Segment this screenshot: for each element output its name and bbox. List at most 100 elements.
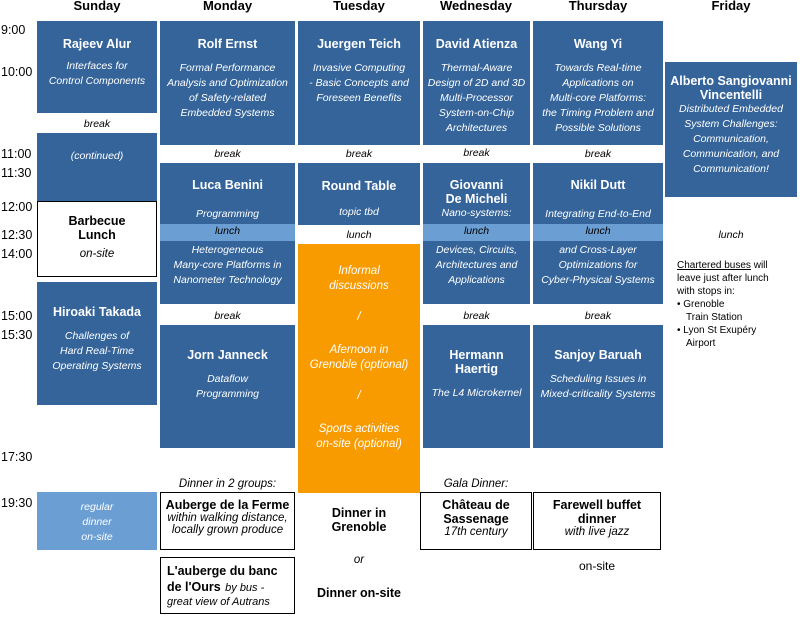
barbecue-title: Lunch [78,228,116,242]
time-label: 12:00 [1,200,33,214]
bus-stop: • Grenoble [677,299,725,310]
talk-continued: and Cross-Layer Optimizations for Cyber-… [533,243,663,288]
talk-title: Distributed Embedded [679,103,783,115]
session-sunday-1: Rajeev Alur Interfaces for Control Compo… [37,21,157,113]
session-monday-2: Luca Benini Programming lunch Heterogene… [160,163,295,304]
lunch-band: lunch [423,224,530,241]
dinner-option: Dinner in [331,506,387,520]
session-sunday-continued: (continued) [37,133,157,201]
restaurant-note: great view of Autrans [167,596,270,608]
talk-title: Mixed-criticality Systems [540,388,656,400]
speaker-name: Sanjoy Baruah [554,348,642,362]
time-label: 9:00 [1,23,26,37]
dinner-header: Dinner in 2 groups: [178,478,277,490]
informal-text: on-site (optional) [316,438,402,450]
day-header-monday: Monday [202,0,253,13]
talk-title: Applications on [562,77,634,89]
informal-block: Informal discussions / Afernoon in Greno… [298,244,420,493]
time-label: 15:00 [1,309,33,323]
talk-title: System Challenges: [684,118,778,130]
talk-title: Applications [448,274,505,286]
talk-continued: Devices, Circuits, Architectures and App… [423,243,530,288]
speaker-name: Alberto Sangiovanni [670,74,792,88]
dinner-text: dinner [82,516,112,528]
session-tuesday-2: Round Table topic tbd [298,163,420,225]
lunch-band: lunch [533,224,663,241]
talk-title: Multi-core Platforms: [549,92,647,104]
talk-title: Many-core Platforms in [173,259,282,271]
talk-title: Possible Solutions [555,122,641,134]
farewell-dinner: Farewell buffet dinner with live jazz [533,492,661,550]
dinner-option: Dinner on-site [316,586,402,600]
talk-title: Dataflow [207,373,248,385]
informal-text: Informal [338,265,380,277]
bus-note: Chartered buses will leave just after lu… [677,259,795,350]
talk-title: of Safety-related [188,92,267,104]
speaker-name: De Micheli [445,192,508,206]
session-friday-1: Alberto Sangiovanni Vincentelli Distribu… [665,62,797,197]
gala-dinner: Château de Sassenage 17th century [420,492,532,550]
day-header-thursday: Thursday [568,0,628,13]
restaurant-name: Farewell buffet [552,498,642,512]
lunch-label: lunch [585,225,611,237]
talk-title: Programming [195,208,260,220]
talk-title: Formal Performance [179,62,276,74]
barbecue-location: on-site [79,248,115,260]
restaurant-note: with live jazz [564,526,630,538]
speaker-name: Rajeev Alur [62,37,132,51]
talk-title: Nano-systems: [441,207,512,219]
talk-title: Optimizations for [558,259,638,271]
continued-label: (continued) [70,150,124,162]
talk-title: Nanometer Technology [173,274,282,286]
informal-text: Afernoon in [329,344,389,356]
dinner-option: Grenoble [331,520,387,534]
talk-title: Cyber-Physical Systems [541,274,655,286]
talk-title: Thermal-Aware [440,62,513,74]
time-label: 11:30 [1,166,32,180]
talk-title: System-on-Chip [438,107,515,119]
talk-title: Invasive Computing [312,62,406,74]
talk-title: Hard Real-Time [59,345,134,357]
restaurant-note: 17th century [444,526,508,538]
talk-title: Architectures [445,122,508,134]
bus-stop: Airport [686,338,716,349]
talk-title: Devices, Circuits, [435,244,518,256]
tuesday-dinner-1: Dinner in Grenoble [298,506,420,534]
bus-stop: Train Station [686,312,743,323]
speaker-name: Nikil Dutt [570,178,626,192]
session-monday-1: Rolf Ernst Formal Performance Analysis a… [160,21,295,145]
speaker-name: Wang Yi [573,37,623,51]
day-header-tuesday: Tuesday [333,0,385,13]
speaker-name: David Atienza [435,37,518,51]
talk-title: Communication! [693,163,769,175]
restaurant-note: within walking distance, [167,512,288,524]
sunday-dinner: regular dinner on-site [37,492,157,550]
talk-title: Embedded Systems [180,107,275,119]
speaker-name: Hermann [449,348,504,362]
dinner-header: Gala Dinner: [443,478,509,490]
monday-dinner-1: Auberge de la Ferme within walking dista… [160,492,295,550]
time-label: 19:30 [1,496,33,510]
restaurant-name: L'auberge du banc [167,564,278,578]
farewell-location: on-site [578,559,616,573]
speaker-name: Luca Benini [192,178,263,192]
session-thursday-2: Nikil Dutt Integrating End-to-End lunch … [533,163,663,304]
break-label: break [584,148,612,160]
talk-title: and Cross-Layer [559,244,637,256]
break-label: break [345,148,373,160]
speaker-name: Haertig [454,362,499,376]
bus-link: Chartered buses [677,260,751,271]
talk-title: Scheduling Issues in [549,373,647,385]
speaker-name: Rolf Ernst [197,37,258,51]
restaurant-name: Sassenage [443,512,509,526]
restaurant-name: dinner [577,512,617,526]
talk-continued: Heterogeneous Many-core Platforms in Nan… [160,243,295,288]
day-header-sunday: Sunday [73,0,121,13]
or-label: or [353,554,365,566]
session-thursday-1: Wang Yi Towards Real-time Applications o… [533,21,663,145]
session-wednesday-3: Hermann Haertig The L4 Microkernel [423,325,530,448]
time-label: 14:00 [1,247,33,261]
time-label: 12:30 [1,228,33,242]
restaurant-note: by bus - [225,582,265,594]
restaurant-name: Auberge de la Ferme [165,498,290,512]
